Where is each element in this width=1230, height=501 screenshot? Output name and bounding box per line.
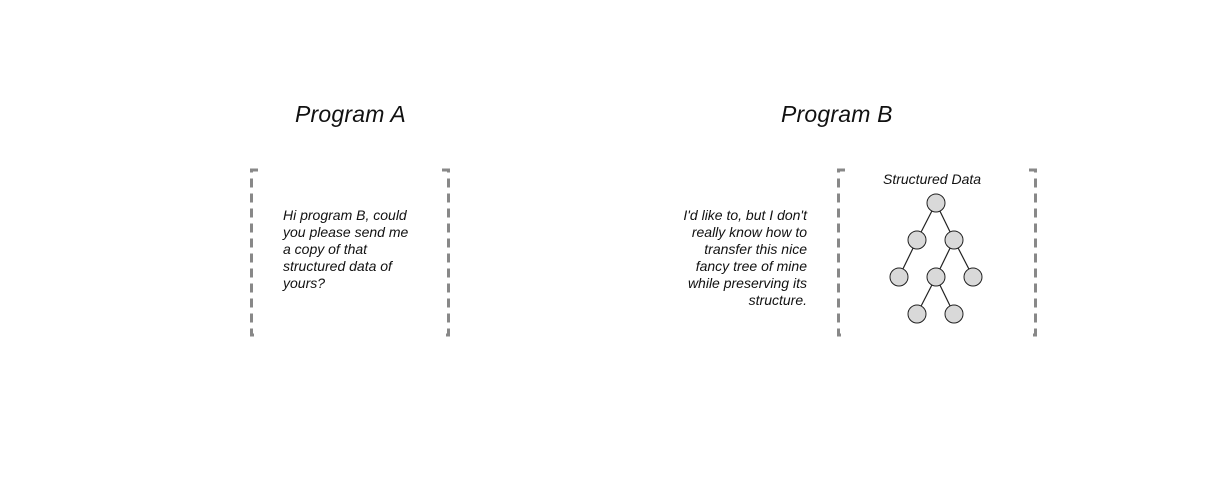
tree-edges (898, 202, 974, 315)
message-line: really know how to (691, 224, 807, 240)
tree-node (944, 304, 964, 324)
message-line: while preserving its (687, 275, 807, 291)
tree-node (944, 230, 964, 250)
tree-node-root (926, 193, 946, 213)
program-a-right-bracket (442, 168, 450, 337)
message-line: I'd like to, but I don't (683, 207, 807, 223)
message-line: you please send me (283, 224, 409, 240)
tree-node (963, 267, 983, 287)
tree-nodes (889, 193, 983, 324)
tree-node (926, 267, 946, 287)
message-line: yours? (283, 275, 326, 291)
program-a-message: Hi program B, could you please send me a… (283, 207, 423, 292)
program-b-left-bracket (837, 168, 845, 337)
program-b-right-bracket (1029, 168, 1037, 337)
message-line: Hi program B, could (283, 207, 407, 223)
program-a-left-bracket (250, 168, 258, 337)
program-b-title: Program B (781, 101, 893, 127)
tree-node (907, 304, 927, 324)
program-a-box (250, 168, 450, 337)
tree-node (889, 267, 909, 287)
program-b-box (837, 168, 1037, 337)
program-a-title: Program A (295, 101, 406, 127)
message-line: a copy of that (283, 241, 368, 257)
message-line: transfer this nice (704, 241, 807, 257)
program-b-message: I'd like to, but I don't really know how… (667, 207, 807, 309)
message-line: fancy tree of mine (695, 258, 807, 274)
structured-data-label: Structured Data (883, 171, 982, 187)
tree-node (907, 230, 927, 250)
message-line: structured data of (283, 258, 392, 274)
message-line: structure. (748, 292, 807, 308)
